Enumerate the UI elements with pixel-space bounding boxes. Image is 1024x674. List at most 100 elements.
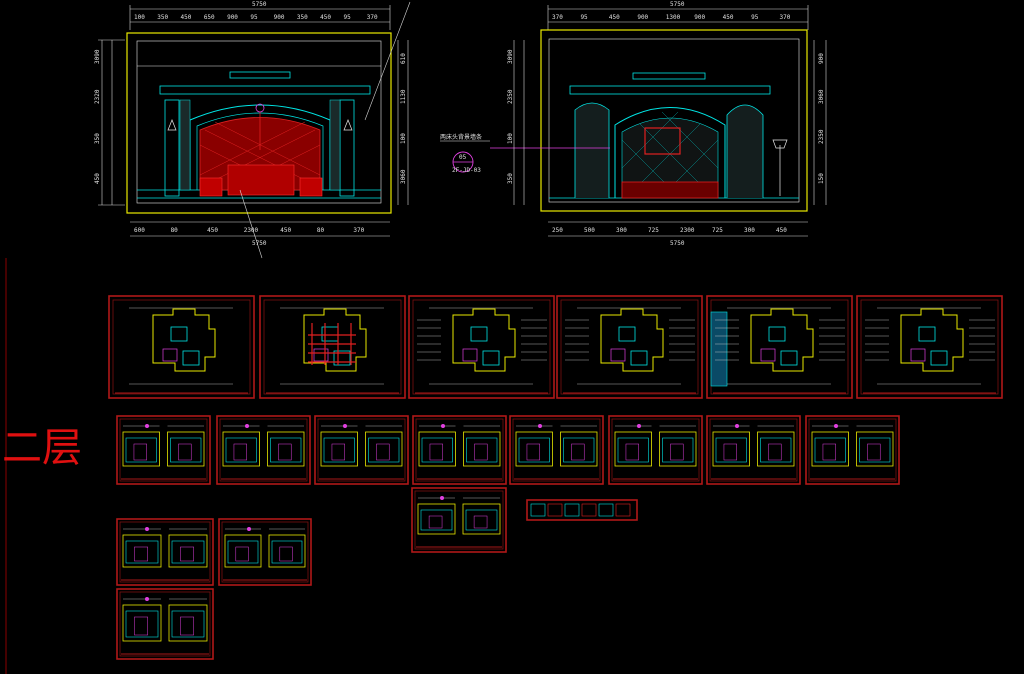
elevation-right-overall-bottom: 5750 <box>670 240 685 247</box>
elevation-left-top-dimensions <box>129 5 391 30</box>
dim-label: 500 <box>584 227 595 234</box>
elevation-right-right-dim-labels: 900 3060 2350 150 <box>818 53 825 184</box>
dim-label: 610 <box>400 53 407 64</box>
dim-label: 3090 <box>507 49 514 64</box>
elevation-right-callout-text: 两床头背景墙条 <box>440 133 482 141</box>
detail-tag-sheet: 2F-JD-03 <box>452 167 481 174</box>
elevation-sheet[interactable] <box>116 518 214 586</box>
left-column <box>164 99 180 197</box>
dim-label: 100 <box>134 14 145 21</box>
dim-label: 370 <box>552 14 563 21</box>
elevation-sheet[interactable] <box>116 415 211 485</box>
floor-plan-sheet[interactable] <box>259 295 406 399</box>
dim-label: 95 <box>343 14 351 21</box>
dim-label: 3090 <box>94 49 101 64</box>
dim-label: 450 <box>94 173 101 184</box>
elevation-left-headboard <box>199 103 323 259</box>
dim-label: 300 <box>616 227 627 234</box>
elevation-left[interactable]: 100 350 450 650 900 95 900 350 450 95 370 5750 <box>94 1 411 259</box>
elevation-sheet[interactable] <box>706 415 801 485</box>
dim-label: 450 <box>776 227 787 234</box>
dim-label: 900 <box>637 14 648 21</box>
dim-label: 95 <box>751 14 759 21</box>
dim-label: 350 <box>507 173 514 184</box>
dim-label: 350 <box>94 133 101 144</box>
dim-label: 1300 <box>666 14 681 21</box>
elevation-right-artwork <box>644 127 681 155</box>
elevation-left-right-dim-labels: 610 1130 100 3060 <box>400 53 407 184</box>
elevation-sheet[interactable] <box>608 415 703 485</box>
elevation-right[interactable]: 370 95 450 900 1300 900 450 95 370 5750 <box>440 1 827 247</box>
right-column <box>339 99 355 197</box>
elevation-right-bottom-dim-labels: 250 500 300 725 2300 725 300 450 <box>552 227 787 234</box>
dim-label: 725 <box>712 227 723 234</box>
dim-label: 450 <box>181 14 192 21</box>
dim-label: 300 <box>744 227 755 234</box>
elevation-left-bottom-dim-labels: 600 80 450 2300 450 80 370 <box>134 227 365 234</box>
floor-plan-sheet[interactable] <box>856 295 1003 399</box>
dim-label: 900 <box>818 53 825 64</box>
dim-label: 450 <box>207 227 218 234</box>
elevation-left-inner-frame <box>136 40 382 204</box>
elevation-sheet[interactable] <box>314 415 409 485</box>
elevation-sheets-group[interactable] <box>116 415 900 660</box>
dim-label: 370 <box>353 227 364 234</box>
dim-label: 80 <box>317 227 325 234</box>
dim-label: 725 <box>648 227 659 234</box>
dim-label: 450 <box>280 227 291 234</box>
dim-label: 250 <box>552 227 563 234</box>
elevation-sheet[interactable] <box>218 518 312 586</box>
dim-label: 900 <box>274 14 285 21</box>
elevation-sheet[interactable] <box>509 415 604 485</box>
dim-label: 450 <box>723 14 734 21</box>
elevation-left-left-dim-labels: 3090 2320 350 450 <box>94 49 101 184</box>
dim-label: 2350 <box>507 89 514 104</box>
dim-label: 600 <box>134 227 145 234</box>
elevation-left-overall-bottom: 5750 <box>252 240 267 247</box>
floor-label: 二层 <box>2 425 82 471</box>
detail-tag-number: 05 <box>459 154 467 161</box>
dim-label: 350 <box>157 14 168 21</box>
dim-label: 370 <box>780 14 791 21</box>
floor-plan-sheet[interactable] <box>408 295 555 399</box>
dim-label: 95 <box>580 14 588 21</box>
dim-label: 95 <box>250 14 258 21</box>
detail-strip-sheet[interactable] <box>526 499 638 521</box>
dim-label: 350 <box>297 14 308 21</box>
dim-label: 2320 <box>94 89 101 104</box>
elevation-right-bed <box>621 181 719 199</box>
elevation-sheet[interactable] <box>412 415 507 485</box>
elevation-sheet[interactable] <box>805 415 900 485</box>
elevation-sheet[interactable] <box>411 487 507 553</box>
dim-label: 2300 <box>244 227 259 234</box>
dim-label: 3060 <box>400 169 407 184</box>
dim-label: 2300 <box>680 227 695 234</box>
floor-plan-sheet[interactable] <box>556 295 703 399</box>
dim-label: 650 <box>204 14 215 21</box>
dim-label: 150 <box>818 173 825 184</box>
dim-label: 450 <box>609 14 620 21</box>
dim-label: 3060 <box>818 89 825 104</box>
elevation-right-overall-top: 5750 <box>670 1 685 8</box>
dim-label: 100 <box>400 133 407 144</box>
dim-label: 80 <box>171 227 179 234</box>
elevation-right-top-dim-labels: 370 95 450 900 1300 900 450 95 370 <box>552 14 791 21</box>
elevation-right-outer-frame <box>540 29 808 212</box>
elevation-right-left-dim-labels: 3090 2350 100 350 <box>507 49 514 184</box>
dim-label: 2350 <box>818 129 825 144</box>
dim-label: 900 <box>227 14 238 21</box>
dim-label: 370 <box>367 14 378 21</box>
elevation-left-outer-frame <box>126 32 392 214</box>
elevation-left-top-dim-labels: 100 350 450 650 900 95 900 350 450 95 370 <box>134 14 378 21</box>
elevation-sheet[interactable] <box>116 588 214 660</box>
dim-label: 1130 <box>400 89 407 104</box>
floor-plan-sheet[interactable] <box>706 295 853 399</box>
elevation-left-overall-top: 5750 <box>252 1 267 8</box>
dim-label: 100 <box>507 133 514 144</box>
dim-label: 450 <box>320 14 331 21</box>
floor-plan-sheet[interactable] <box>108 295 255 399</box>
dim-label: 900 <box>694 14 705 21</box>
floor-plan-sheets-row[interactable] <box>108 295 1003 399</box>
elevation-sheet[interactable] <box>216 415 311 485</box>
